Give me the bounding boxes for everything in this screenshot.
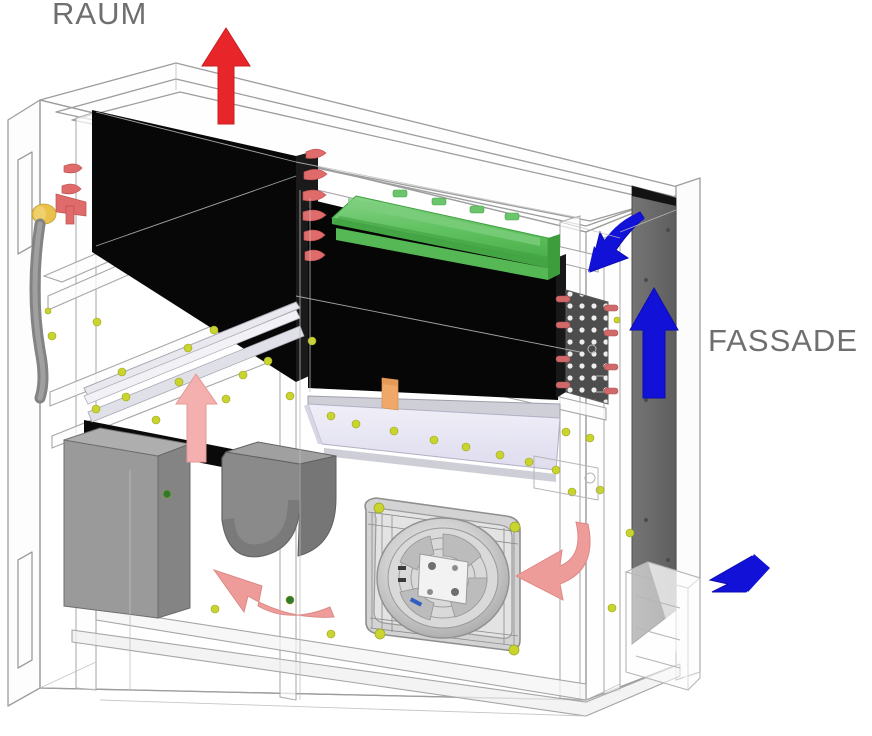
red-coil-connectors (55, 148, 328, 262)
air-scoop (221, 441, 337, 558)
flexible-hose (29, 218, 49, 404)
facade-air-box (624, 561, 702, 691)
label-raum: RAUM (52, 0, 148, 31)
fan-discharge-curve-arrow (514, 521, 591, 601)
construction-lines (39, 63, 677, 717)
facade-cover-panel (631, 185, 677, 646)
green-module (330, 189, 560, 280)
facade-air-riser-arrow (629, 286, 679, 399)
panel-detail-marks (533, 344, 604, 501)
room-air-riser-arrow (175, 373, 218, 463)
label-fassade: FASSADE (708, 323, 858, 358)
control-box (63, 427, 192, 619)
green-screws (44, 307, 635, 639)
outdoor-air-in-arrow (708, 554, 770, 593)
radial-fan (364, 497, 521, 656)
supply-air-out-to-room-arrow (201, 27, 251, 125)
orange-tab (381, 377, 399, 411)
room-air-intake-curve-arrow (212, 569, 335, 618)
facade-air-turn-in-arrow (588, 211, 645, 273)
